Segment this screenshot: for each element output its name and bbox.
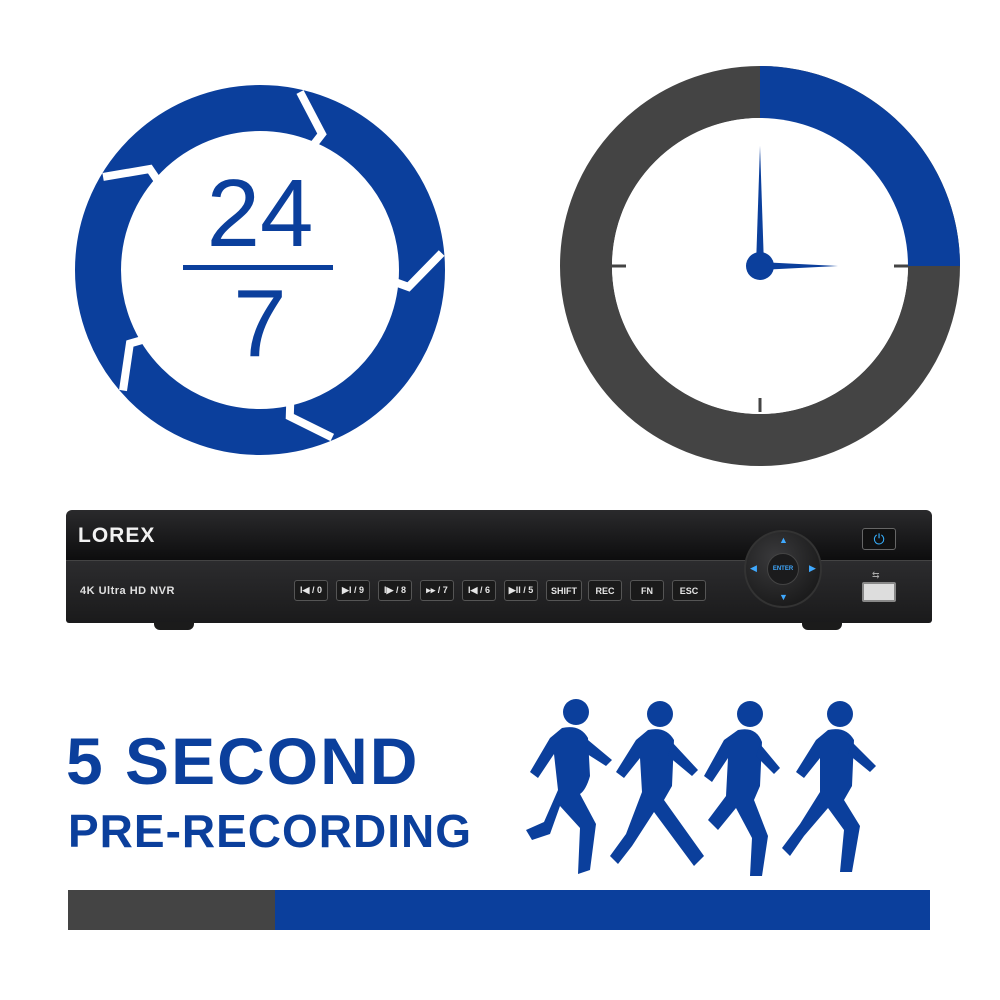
nvr-foot-right (802, 622, 842, 630)
nvr-button-6[interactable]: I◀ / 6 (462, 580, 496, 601)
fn-button[interactable]: FN (630, 580, 664, 601)
runner-silhouette-2 (610, 701, 704, 866)
up-arrow-icon[interactable]: ▲ (779, 535, 788, 545)
runner-silhouette-1 (526, 699, 612, 874)
shift-button[interactable]: SHIFT (546, 580, 582, 601)
right-arrow-icon[interactable]: ▶ (809, 563, 816, 573)
headline-line-2: PRE-RECORDING (68, 805, 473, 857)
fraction-denominator: 7 (233, 270, 287, 377)
headline-line-1: 5 SECOND (66, 724, 420, 798)
clock-icon (560, 66, 960, 470)
down-arrow-icon[interactable]: ▼ (779, 592, 788, 602)
nvr-button-9[interactable]: ▶I / 9 (336, 580, 370, 601)
pre-recording-progress-bar (68, 890, 930, 930)
power-icon: ⏻ (873, 530, 885, 547)
continuous-recording-badge (75, 85, 445, 455)
left-arrow-icon[interactable]: ◀ (750, 563, 757, 573)
fraction-numerator: 24 (206, 160, 314, 267)
nvr-button-0[interactable]: I◀ / 0 (294, 580, 328, 601)
fraction-bar (183, 265, 333, 270)
runners-illustration (526, 699, 876, 876)
runner-silhouette-4 (782, 701, 876, 872)
progress-fill (68, 890, 275, 930)
rec-button[interactable]: REC (588, 580, 622, 601)
usb-port (862, 582, 896, 602)
brand-logo: LOREX (78, 524, 156, 547)
nvr-foot-left (154, 622, 194, 630)
navigation-dpad[interactable]: ▲ ▼ ◀ ▶ ENTER (744, 530, 822, 608)
usb-icon: ⇆ (872, 570, 880, 580)
enter-button[interactable]: ENTER (767, 553, 799, 585)
model-label: 4K Ultra HD NVR (80, 585, 175, 597)
nvr-button-8[interactable]: I▶ / 8 (378, 580, 412, 601)
nvr-button-5[interactable]: ▶II / 5 (504, 580, 538, 601)
nvr-device: LOREX 4K Ultra HD NVR I◀ / 0 ▶I / 9 I▶ /… (66, 510, 932, 630)
runner-silhouette-3 (704, 701, 780, 876)
nvr-button-7[interactable]: ▸▸ / 7 (420, 580, 454, 601)
power-button[interactable]: ⏻ (862, 528, 896, 550)
esc-button[interactable]: ESC (672, 580, 706, 601)
